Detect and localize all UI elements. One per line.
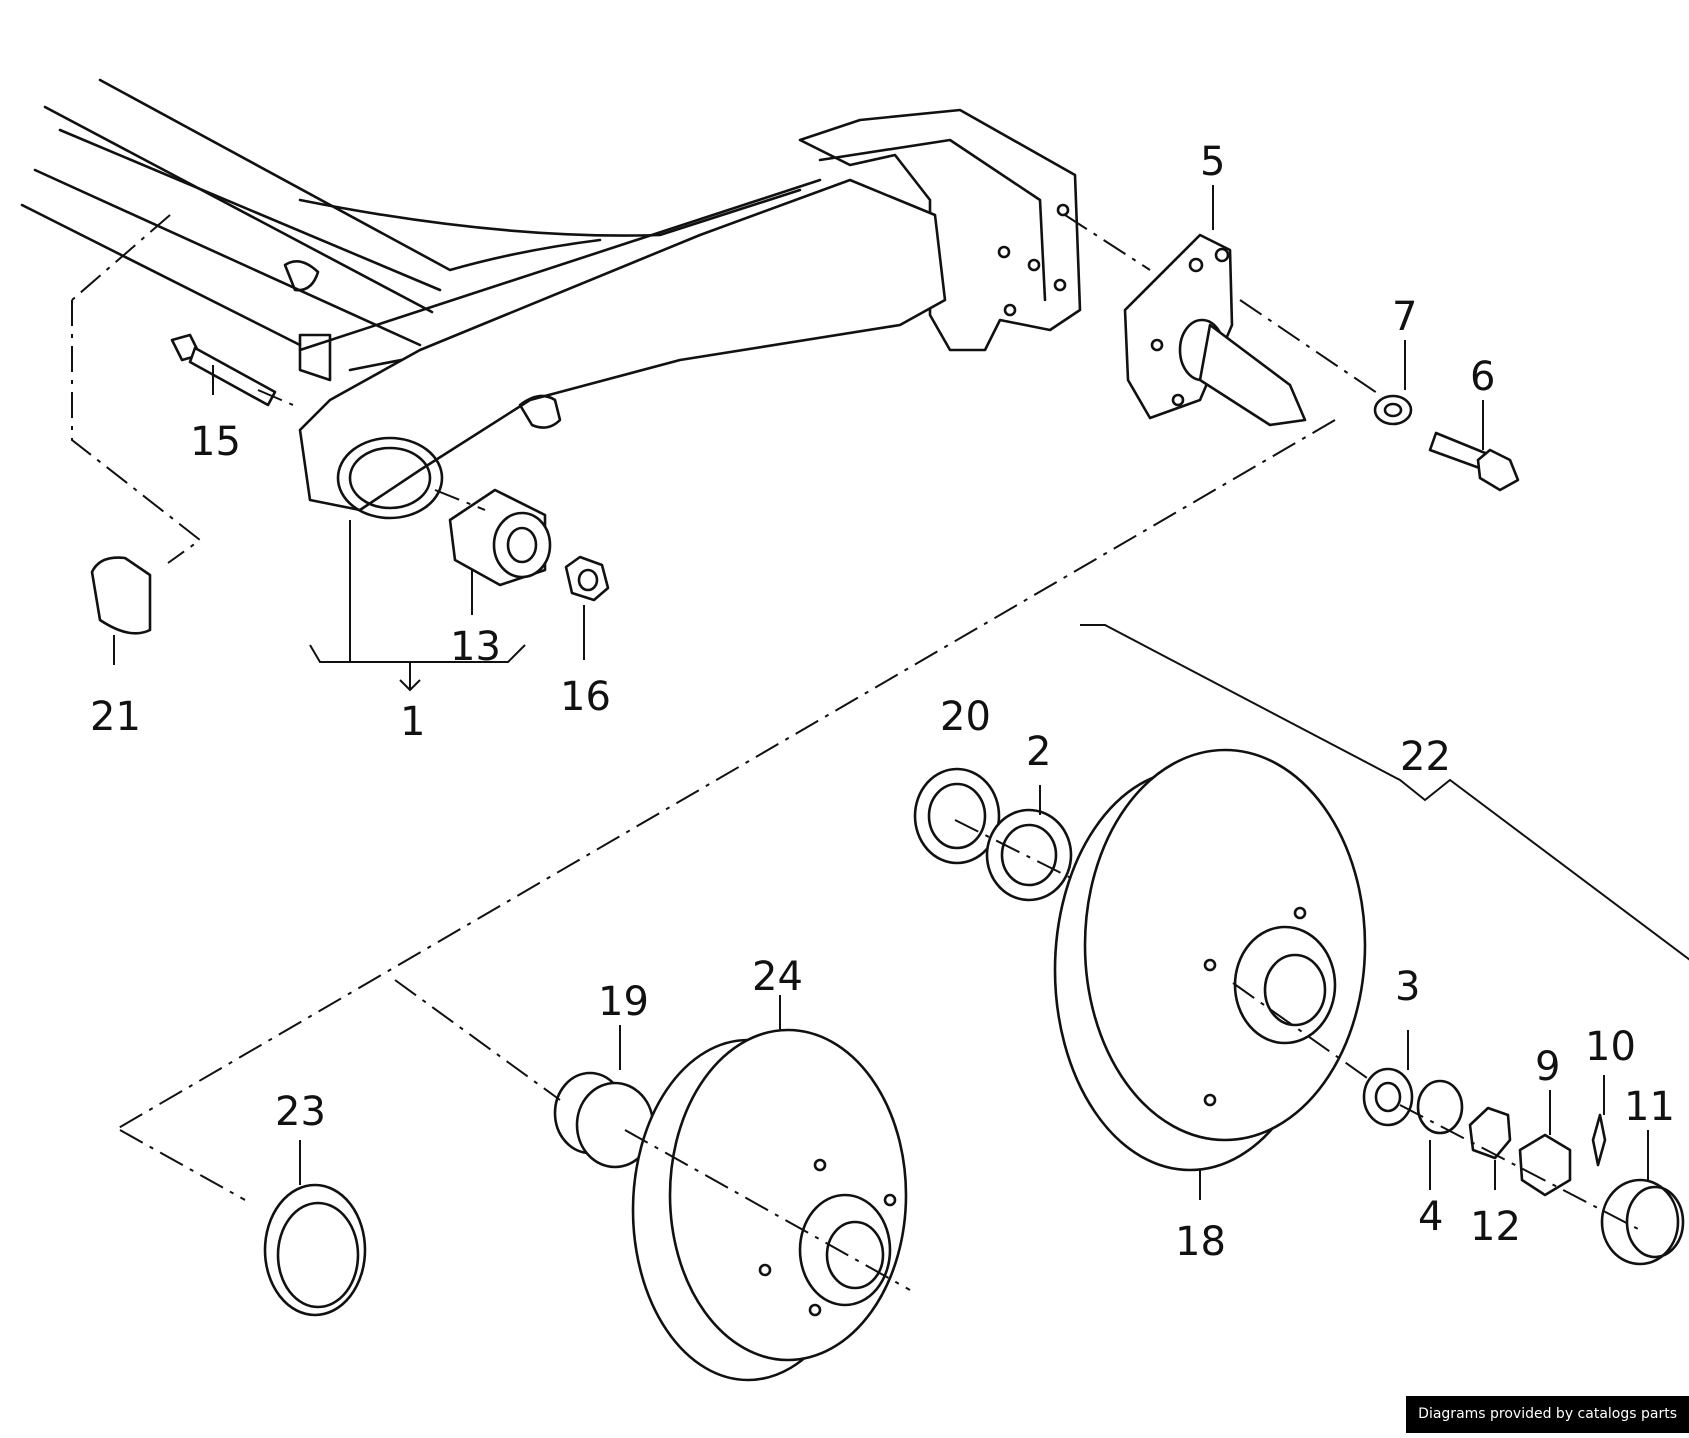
bump-stop-21 [90,556,152,635]
brake-disc-24 [631,1028,908,1382]
stub-axle [1123,233,1307,427]
bearing-2 [985,808,1073,902]
callout-23: 23 [275,1089,326,1135]
bush-13 [448,488,552,587]
toothed-ring-23 [263,1183,367,1317]
axle-beam [20,78,1082,520]
callout-19: 19 [598,979,649,1025]
callout-7: 7 [1392,294,1417,340]
callout-15: 15 [190,419,241,465]
callout-leaders [113,185,1689,1200]
washer-4 [1416,1079,1464,1135]
nut-12 [1468,1106,1512,1160]
washer-7 [1373,394,1413,426]
bearing-19 [553,1071,655,1169]
bolt-15 [170,333,277,407]
split-pin-10 [1591,1113,1607,1167]
bolt-6 [1428,431,1520,492]
nut-16 [564,555,610,602]
callout-4: 4 [1418,1194,1443,1240]
callout-11: 11 [1624,1084,1675,1130]
callout-5: 5 [1200,139,1225,185]
callout-numbers: 5 7 6 15 13 16 1 21 20 2 22 3 10 9 11 4 … [90,139,1675,1265]
callout-16: 16 [560,674,611,720]
cap-nut-9 [1518,1133,1572,1197]
callout-13: 13 [450,624,501,670]
callout-21: 21 [90,694,141,740]
callout-24: 24 [752,954,803,1000]
diagram-credit: Diagrams provided by catalogs parts [1406,1396,1689,1433]
seal-3 [1362,1067,1414,1127]
bearing-20 [913,767,1001,865]
callout-1: 1 [400,699,425,745]
callout-12: 12 [1470,1204,1521,1250]
callout-10: 10 [1585,1024,1636,1070]
callout-6: 6 [1470,354,1495,400]
brake-drum-18 [1053,748,1367,1172]
callout-20: 20 [940,694,991,740]
callout-3: 3 [1395,964,1420,1010]
callout-2: 2 [1026,729,1051,775]
callout-18: 18 [1175,1219,1226,1265]
callout-22: 22 [1400,734,1451,780]
leader-lines [71,214,1641,1291]
cap-11 [1600,1178,1685,1266]
callout-9: 9 [1535,1044,1560,1090]
